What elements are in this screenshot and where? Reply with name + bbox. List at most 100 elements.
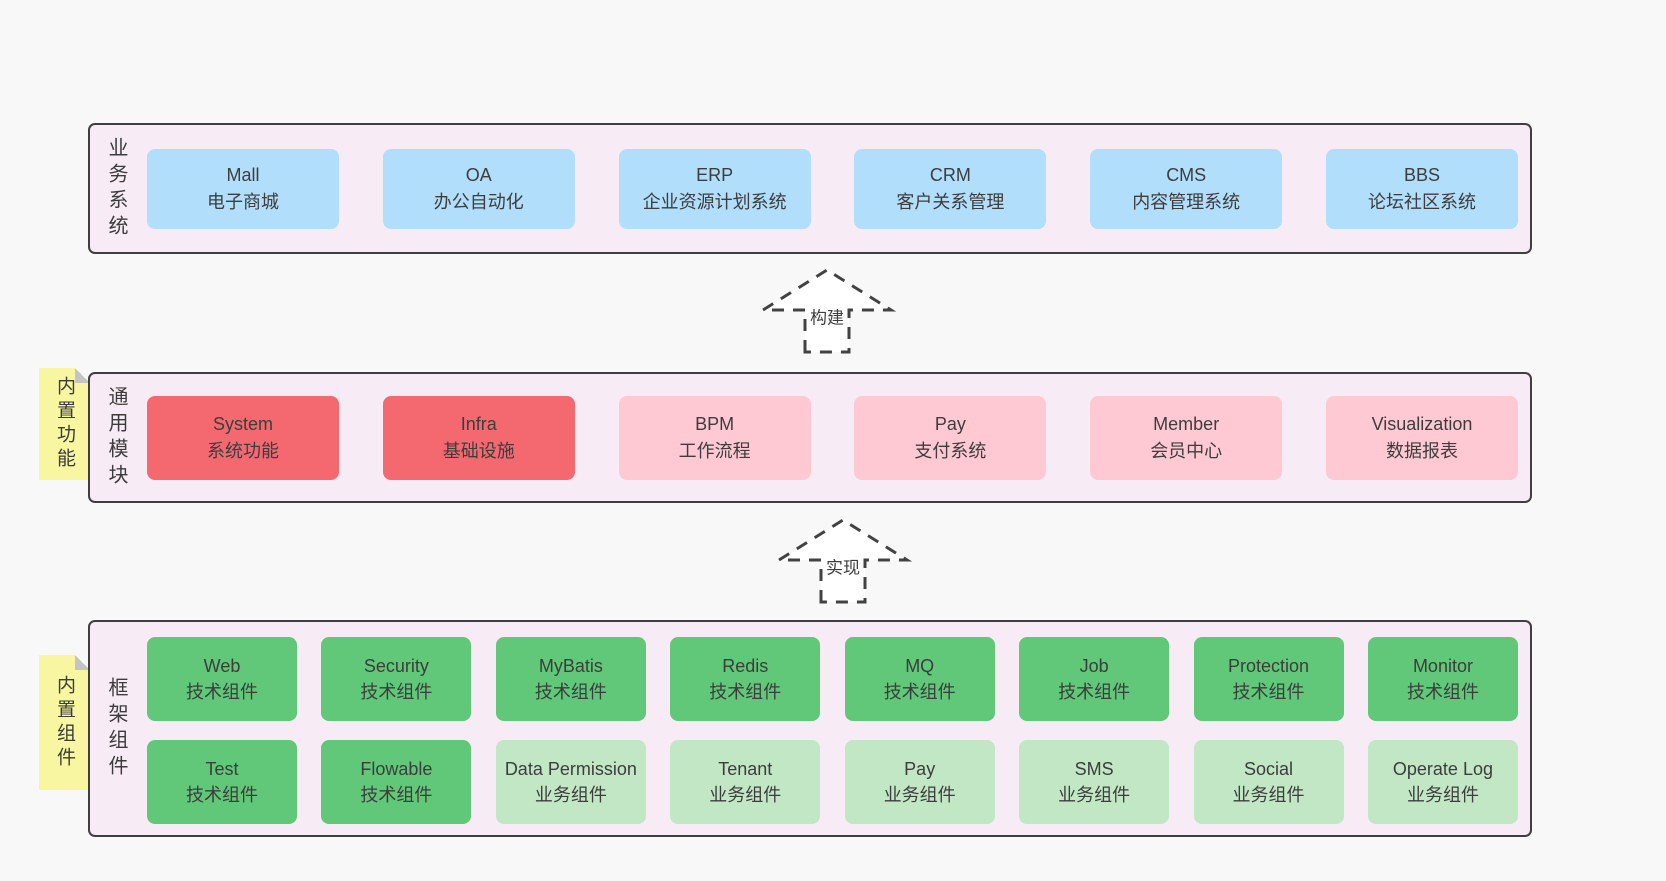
box-protection: Protection 技术组件: [1193, 637, 1344, 721]
box-sms: SMS 业务组件: [1019, 740, 1170, 824]
box-cms: CMS 内容管理系统: [1090, 148, 1283, 229]
arrow-build: 构建: [757, 264, 897, 354]
arrow-label: 实现: [824, 553, 862, 579]
box-subtitle: 办公自动化: [433, 191, 524, 212]
box-title: Pay: [934, 413, 966, 434]
arrow-label: 构建: [808, 303, 846, 329]
box-title: BBS: [1403, 164, 1440, 185]
box-title: Job: [1079, 656, 1109, 676]
box-title: OA: [465, 164, 492, 185]
business-boxes-row: Mall 电子商城 OA 办公自动化 ERP 企业资源计划系统 CRM 客户关系…: [142, 125, 1530, 252]
box-subtitle: 电子商城: [207, 191, 279, 212]
box-subtitle: 客户关系管理: [896, 191, 1005, 212]
box-web: Web 技术组件: [147, 637, 297, 721]
box-subtitle: 技术组件: [1058, 682, 1131, 702]
box-title: ERP: [696, 164, 734, 185]
box-subtitle: 技术组件: [186, 785, 258, 805]
box-pay: Pay 支付系统: [854, 395, 1047, 480]
box-pay-business: Pay 业务组件: [844, 740, 995, 824]
section-business-systems: 业务系统 Mall 电子商城 OA 办公自动化 ERP 企业资源计划系统 CRM…: [88, 123, 1532, 254]
box-title: System: [212, 413, 273, 434]
box-subtitle: 技术组件: [186, 682, 258, 702]
box-subtitle: 业务组件: [883, 785, 956, 805]
box-subtitle: 业务组件: [534, 785, 607, 805]
box-monitor: Monitor 技术组件: [1367, 637, 1518, 721]
box-title: BPM: [695, 413, 735, 434]
box-subtitle: 业务组件: [709, 785, 782, 805]
box-subtitle: 技术组件: [360, 682, 433, 702]
box-member: Member 会员中心: [1090, 395, 1283, 480]
box-title: MQ: [905, 656, 935, 676]
box-crm: CRM 客户关系管理: [854, 148, 1047, 229]
box-subtitle: 支付系统: [914, 440, 987, 461]
box-redis: Redis 技术组件: [670, 637, 821, 721]
box-subtitle: 技术组件: [709, 682, 782, 702]
box-subtitle: 技术组件: [360, 785, 433, 805]
box-security: Security 技术组件: [321, 637, 472, 721]
section-title: 框架组件: [105, 676, 127, 781]
box-bbs: BBS 论坛社区系统: [1325, 148, 1518, 229]
box-subtitle: 会员中心: [1150, 440, 1223, 461]
section-title: 通用模块: [105, 385, 127, 490]
box-subtitle: 企业资源计划系统: [642, 191, 787, 212]
box-subtitle: 基础设施: [442, 440, 515, 461]
box-title: Pay: [904, 759, 936, 779]
box-subtitle: 内容管理系统: [1132, 191, 1241, 212]
box-system: System 系统功能: [147, 395, 339, 480]
box-tenant: Tenant 业务组件: [670, 740, 821, 824]
section-label-column: 框架组件: [90, 622, 142, 835]
components-boxes-rows: Web 技术组件 Security 技术组件 MyBatis 技术组件 Redi…: [142, 622, 1530, 835]
sticky-note-builtin-features: 内置功能: [39, 368, 90, 480]
box-social: Social 业务组件: [1193, 740, 1344, 824]
box-title: Web: [203, 656, 241, 676]
box-subtitle: 业务组件: [1058, 785, 1131, 805]
box-bpm: BPM 工作流程: [618, 395, 811, 480]
box-data-permission: Data Permission 业务组件: [495, 740, 646, 824]
box-subtitle: 技术组件: [1406, 682, 1479, 702]
box-mall: Mall 电子商城: [147, 148, 339, 229]
box-subtitle: 系统功能: [207, 440, 279, 461]
section-title: 业务系统: [105, 136, 127, 241]
box-infra: Infra 基础设施: [382, 395, 575, 480]
box-subtitle: 技术组件: [534, 682, 607, 702]
section-common-modules: 通用模块 System 系统功能 Infra 基础设施 BPM 工作流程 Pay…: [88, 372, 1532, 503]
section-label-column: 业务系统: [90, 125, 142, 252]
box-operate-log: Operate Log 业务组件: [1367, 740, 1518, 824]
box-flowable: Flowable 技术组件: [321, 740, 472, 824]
box-title: Infra: [460, 413, 497, 434]
components-row-1: Web 技术组件 Security 技术组件 MyBatis 技术组件 Redi…: [147, 637, 1518, 721]
box-title: Test: [205, 759, 239, 779]
box-subtitle: 技术组件: [883, 682, 956, 702]
box-subtitle: 数据报表: [1385, 440, 1458, 461]
box-mq: MQ 技术组件: [844, 637, 995, 721]
box-title: Redis: [722, 656, 769, 676]
arrow-implement: 实现: [773, 514, 913, 604]
section-framework-components: 框架组件 Web 技术组件 Security 技术组件 MyBatis 技术组件…: [88, 620, 1532, 837]
box-job: Job 技术组件: [1019, 637, 1170, 721]
box-title: Operate Log: [1392, 759, 1493, 779]
box-title: Protection: [1228, 656, 1310, 676]
box-subtitle: 技术组件: [1232, 682, 1305, 702]
box-title: Monitor: [1412, 656, 1473, 676]
box-title: MyBatis: [538, 656, 603, 676]
box-title: SMS: [1074, 759, 1114, 779]
sticky-note-text: 内置组件: [54, 674, 75, 771]
box-title: Data Permission: [504, 759, 637, 779]
box-subtitle: 工作流程: [678, 440, 751, 461]
box-mybatis: MyBatis 技术组件: [495, 637, 646, 721]
modules-boxes-row: System 系统功能 Infra 基础设施 BPM 工作流程 Pay 支付系统…: [142, 374, 1530, 501]
box-title: Member: [1153, 413, 1220, 434]
box-oa: OA 办公自动化: [382, 148, 575, 229]
box-visualization: Visualization 数据报表: [1325, 395, 1518, 480]
box-erp: ERP 企业资源计划系统: [618, 148, 811, 229]
box-title: Mall: [226, 164, 260, 185]
box-title: Social: [1244, 759, 1294, 779]
box-title: Tenant: [718, 759, 773, 779]
box-title: CRM: [929, 164, 971, 185]
box-title: CMS: [1166, 164, 1207, 185]
box-test: Test 技术组件: [147, 740, 297, 824]
box-title: Security: [363, 656, 429, 676]
box-subtitle: 业务组件: [1406, 785, 1479, 805]
sticky-note-text: 内置功能: [54, 376, 75, 472]
